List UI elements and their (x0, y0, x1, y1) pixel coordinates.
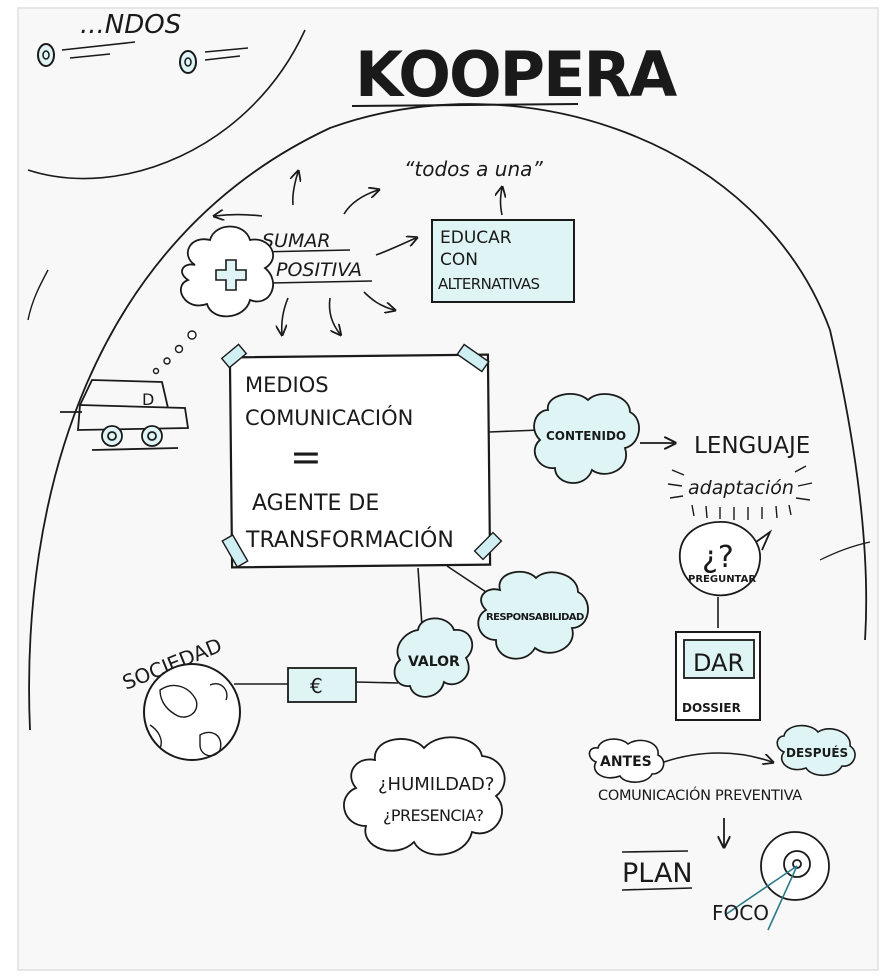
center-line2: COMUNICACIÓN (245, 405, 413, 430)
focus-line-2 (767, 865, 798, 931)
center-equals: = (290, 435, 322, 479)
globe-icon (143, 663, 241, 761)
dar-box (683, 639, 755, 679)
tank-icon: D (60, 379, 190, 451)
target-icon (760, 831, 830, 901)
despues-label: DESPUÉS (786, 745, 848, 760)
top-left-wheels (37, 41, 249, 74)
left-small-arc (27, 269, 49, 321)
comunicacion-preventiva-label: COMUNICACIÓN PREVENTIVA (598, 786, 802, 804)
title: KOOPERA (355, 38, 677, 111)
quote-arrow (501, 188, 503, 216)
contenido-cloud (533, 393, 640, 484)
top-left-fragment: ...NDOS (80, 10, 181, 40)
educar-line2: CON (440, 250, 478, 270)
preguntar-bubble (679, 521, 773, 597)
dossier-label: DOSSIER (682, 701, 741, 715)
euro-note (287, 667, 357, 703)
responsabilidad-cloud (477, 570, 589, 660)
center-line1: MEDIOS (245, 373, 329, 397)
box-to-contenido-line (488, 429, 541, 433)
despues-cloud (776, 724, 856, 777)
educar-line1: EDUCAR (440, 228, 512, 248)
plan-underline (621, 887, 693, 891)
positiva-label: POSITIVA (276, 259, 362, 281)
box-to-responsabilidad-line (446, 565, 493, 597)
valor-cloud (393, 617, 474, 698)
lenguaje-label: LENGUAJE (694, 433, 810, 459)
educar-line3: ALTERNATIVAS (438, 275, 539, 293)
contenido-label: CONTENIDO (546, 429, 626, 443)
title-underline (351, 103, 579, 107)
valor-label: VALOR (408, 654, 460, 670)
tape-corners (220, 343, 503, 568)
educar-box (431, 219, 575, 303)
svg-text:D: D (142, 390, 154, 409)
center-line3: AGENTE DE (252, 491, 379, 516)
responsabilidad-label: RESPONSABILIDAD (486, 612, 584, 623)
humildad-cloud (343, 736, 506, 856)
right-small-arc (819, 541, 871, 561)
thought-bubbles (152, 330, 197, 375)
top-left-arc (27, 29, 306, 180)
euro-symbol: € (310, 674, 323, 698)
preguntar-symbol: ¿? (702, 540, 734, 575)
quote: “todos a una” (404, 157, 543, 181)
plan-overline (621, 850, 689, 853)
outer-arc (28, 103, 868, 731)
humildad-line1: ¿HUMILDAD? (378, 774, 494, 795)
plan-label: PLAN (622, 858, 693, 889)
box-to-valor-line (417, 567, 423, 627)
globe-continents (149, 683, 228, 757)
positiva-underline (269, 280, 373, 284)
focus-line-1 (724, 865, 798, 916)
plus-icon (215, 259, 247, 291)
adaptacion-label: adaptación (688, 477, 794, 499)
valor-to-euro-line (355, 681, 399, 684)
foco-label: FOCO (712, 901, 769, 925)
antes-label: ANTES (600, 754, 652, 770)
center-line4: TRANSFORMACIÓN (245, 527, 454, 553)
adaptacion-rays (667, 465, 813, 520)
antes-to-despues-arrow (663, 752, 772, 762)
sumar-arrows (215, 172, 416, 334)
dar-label: DAR (693, 649, 744, 677)
antes-cloud (588, 738, 665, 783)
sumar-label: SUMAR (262, 230, 331, 252)
preguntar-label: PREGUNTAR (688, 574, 756, 585)
humildad-line2: ¿PRESENCIA? (383, 806, 483, 825)
center-box (228, 353, 492, 569)
